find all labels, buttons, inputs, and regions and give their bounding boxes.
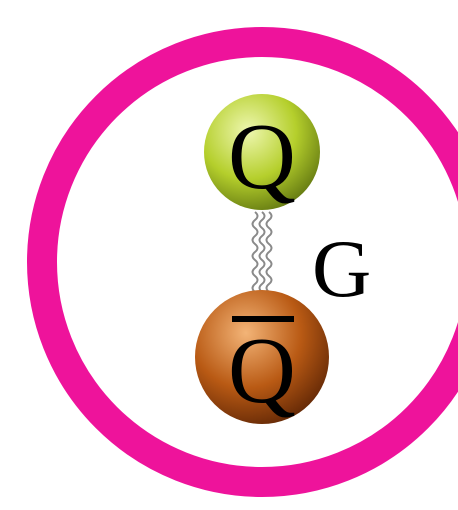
quark: Q <box>204 94 320 210</box>
antiquark: Q <box>195 290 329 424</box>
gluon-strand <box>260 212 265 292</box>
gluon-string <box>253 212 272 292</box>
antiquark-label: Q <box>228 319 296 423</box>
quark-label: Q <box>228 105 296 209</box>
gluon-label: G <box>312 223 371 314</box>
gluon-strand <box>253 212 258 292</box>
gluon-strand <box>267 212 272 292</box>
